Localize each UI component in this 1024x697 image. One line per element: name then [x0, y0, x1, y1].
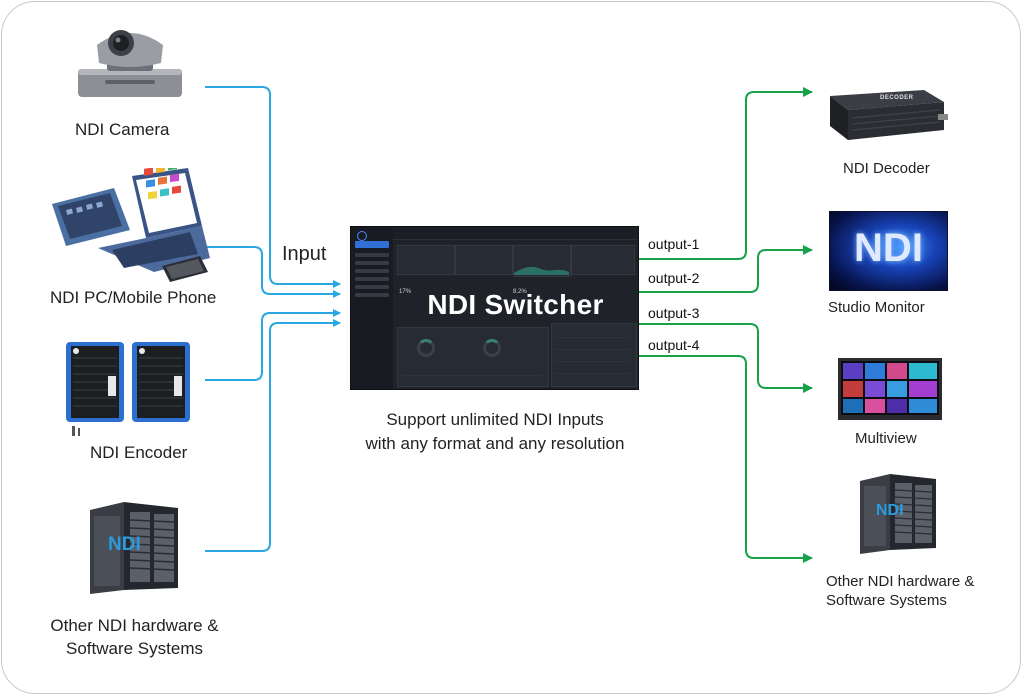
- support-caption: Support unlimited NDI Inputs with any fo…: [330, 408, 660, 456]
- output-line-2: [637, 245, 813, 293]
- pc-mobile-label: NDI PC/Mobile Phone: [50, 288, 217, 307]
- ndi-decoder-icon: DECODER: [826, 88, 951, 143]
- output-hardware-label: Other NDI hardware & Software Systems: [826, 572, 974, 610]
- monitor-label: Studio Monitor: [828, 299, 925, 316]
- output-line-1: [637, 87, 813, 260]
- switcher-title: NDI Switcher: [427, 289, 604, 320]
- input-line-encoder: [205, 309, 341, 381]
- output-2-label: output-2: [648, 270, 700, 286]
- output-1-label: output-1: [648, 236, 700, 252]
- encoder-label: NDI Encoder: [90, 443, 188, 462]
- decoder-brand-text: DECODER: [880, 95, 914, 101]
- input-line-camera: [205, 86, 341, 288]
- camera-label: NDI Camera: [75, 120, 170, 139]
- support-line2: with any format and any resolution: [365, 434, 625, 453]
- output-ndi-logo-text: NDI: [876, 502, 904, 519]
- switcher-logo-icon: [357, 231, 367, 241]
- studio-monitor-icon: NDI: [829, 211, 948, 291]
- switcher-sidebar: [351, 227, 393, 389]
- input-line-pc: [205, 246, 341, 298]
- output-4-label: output-4: [648, 337, 700, 353]
- input-hardware-line1: Other NDI hardware &: [50, 616, 219, 635]
- multiview-label: Multiview: [855, 430, 917, 447]
- output-server-rack-icon: NDI: [856, 474, 940, 554]
- output-line-3: [637, 323, 813, 393]
- switcher-topbar: [393, 227, 638, 240]
- ndi-logo-text: NDI: [108, 534, 141, 555]
- ndi-switcher-screen: 17% 8.2% NDI Switcher: [350, 226, 639, 390]
- input-line-hardware: [205, 319, 341, 552]
- support-line1: Support unlimited NDI Inputs: [386, 410, 604, 429]
- switcher-stat-b: 8.2%: [513, 289, 527, 295]
- output-hardware-line2: Software Systems: [826, 592, 947, 609]
- server-rack-icon: NDI: [84, 502, 184, 594]
- input-heading: Input: [282, 243, 327, 265]
- input-hardware-label: Other NDI hardware & Software Systems: [22, 614, 247, 660]
- output-hardware-line1: Other NDI hardware &: [826, 573, 975, 590]
- multiview-monitor-icon: [838, 358, 942, 420]
- ptz-camera-icon: [78, 30, 182, 97]
- decoder-label: NDI Decoder: [843, 160, 930, 177]
- pc-mobile-icon: [52, 168, 210, 282]
- monitor-ndi-logo: NDI: [854, 226, 923, 270]
- switcher-stat-a: 17%: [399, 289, 412, 295]
- output-line-4: [637, 355, 813, 563]
- output-3-label: output-3: [648, 305, 700, 321]
- input-hardware-line2: Software Systems: [66, 639, 203, 658]
- ndi-encoder-icon: [66, 342, 190, 436]
